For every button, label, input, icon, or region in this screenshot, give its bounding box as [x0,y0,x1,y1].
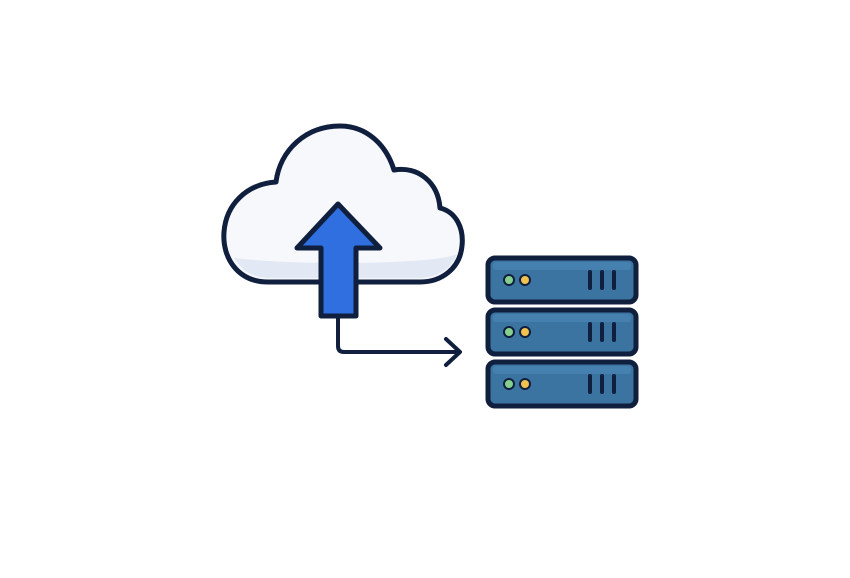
upload-arrow-shape [294,201,383,319]
cloud-shape [221,123,465,285]
status-led-green-icon [503,326,515,338]
connector-arrowhead [444,337,462,367]
server-unit-highlight [493,314,631,322]
status-led-green-icon [503,274,515,286]
server-unit [485,255,639,305]
connector-arrow-icon [336,312,462,367]
status-led-yellow-icon [519,326,531,338]
connector-line [336,312,460,354]
upload-arrow-icon [294,201,383,319]
server-unit-highlight [493,366,631,374]
server-unit [485,359,639,409]
server-rack-icon [485,255,639,409]
server-unit-highlight [493,262,631,270]
server-unit [485,307,639,357]
status-led-green-icon [503,378,515,390]
status-led-yellow-icon [519,274,531,286]
status-led-yellow-icon [519,378,531,390]
